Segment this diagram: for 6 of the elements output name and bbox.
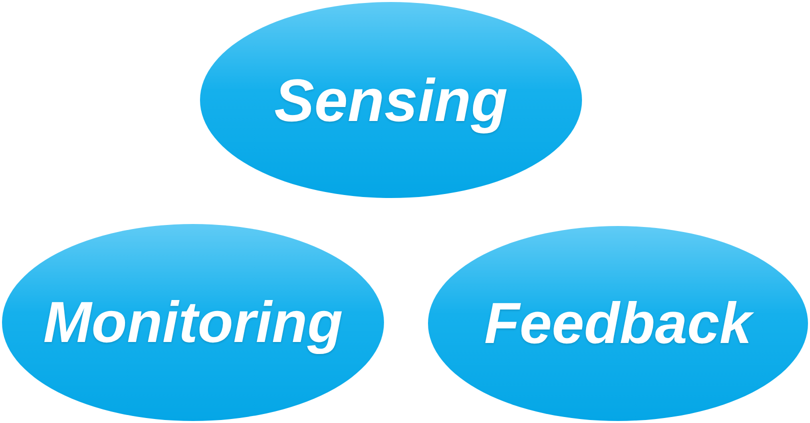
ellipse-node: [2, 224, 384, 421]
ellipse-node: [428, 226, 808, 421]
ellipse-node: [200, 2, 582, 198]
node-label: Monitoring: [43, 289, 343, 356]
node-label: Feedback: [484, 290, 752, 357]
node-label: Sensing: [274, 66, 508, 134]
